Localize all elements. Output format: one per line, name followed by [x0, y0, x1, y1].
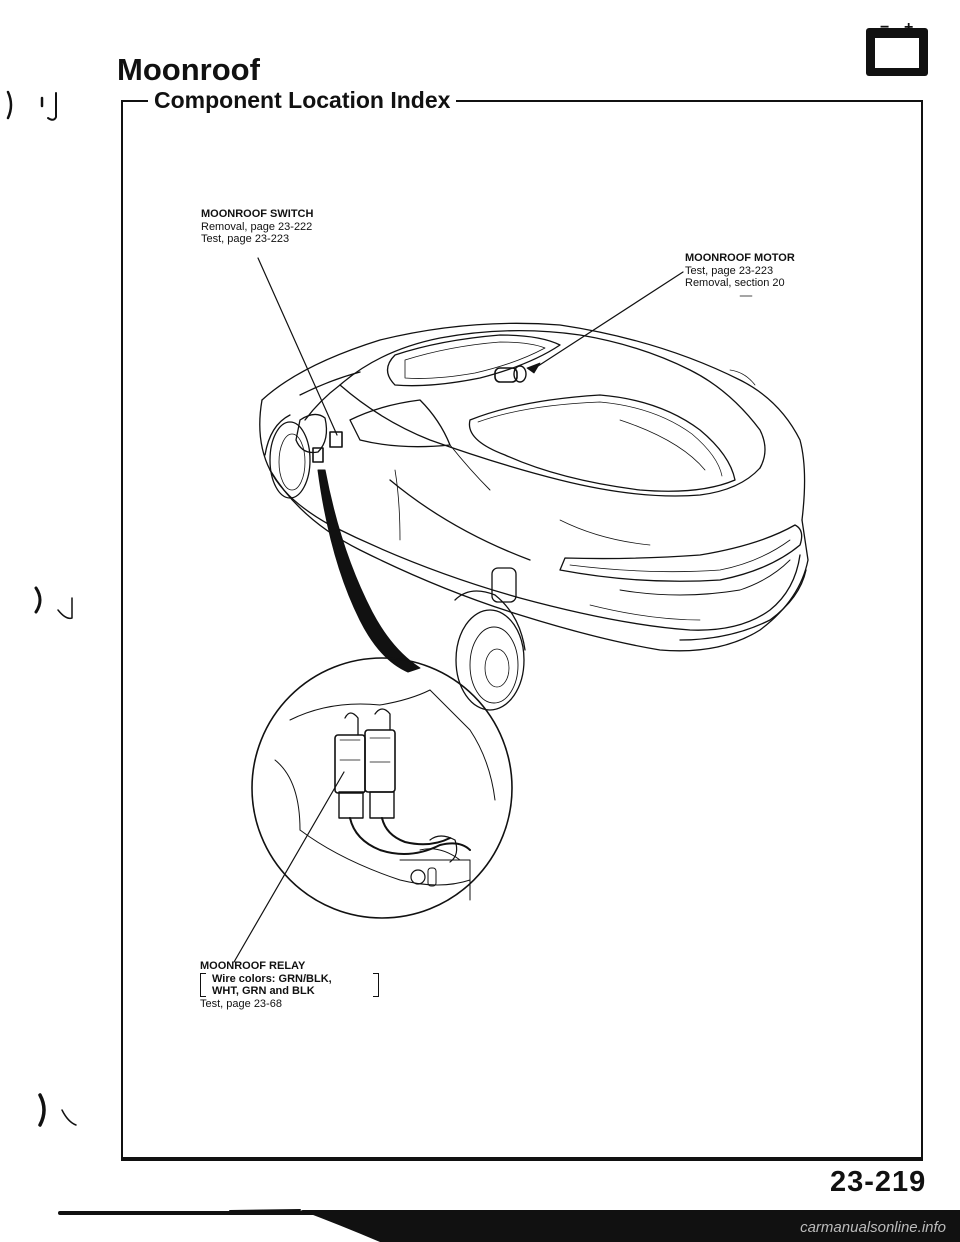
page-title: Moonroof — [117, 52, 260, 87]
moonroof-motor-heading: MOONROOF MOTOR — [685, 252, 795, 264]
moonroof-relay-label: MOONROOF RELAY Wire colors: GRN/BLK, WHT… — [200, 960, 379, 1010]
battery-minus-sign: − — [880, 19, 890, 36]
battery-icon: − + — [866, 20, 928, 76]
content-frame — [121, 100, 923, 1161]
moonroof-relay-test-ref: Test, page 23-68 — [200, 997, 282, 1010]
watermark: carmanualsonline.info — [800, 1219, 946, 1236]
page-number: 23-219 — [830, 1166, 927, 1198]
moonroof-switch-test-ref: Test, page 23-223 — [201, 233, 290, 245]
moonroof-motor-component — [494, 365, 527, 383]
relay-detail-circle — [251, 657, 513, 919]
relay-wire-colors-line-2: WHT, GRN and BLK — [212, 985, 315, 997]
car-body — [259, 295, 809, 711]
relay-wire-colors-line-1: Wire colors: GRN/BLK, — [212, 972, 332, 985]
moonroof-switch-component — [312, 431, 343, 463]
moonroof-motor-test-ref: Test, page 23-223 — [685, 264, 774, 277]
leader-lines — [233, 257, 684, 963]
moonroof-switch-label: MOONROOF SWITCH Removal, page 23-222 Tes… — [201, 208, 313, 246]
section-subtitle: Component Location Index — [148, 87, 457, 114]
moonroof-relay-heading: MOONROOF RELAY — [200, 960, 306, 972]
margin-marks — [6, 90, 77, 1127]
moonroof-switch-removal-ref: Removal, page 23-222 — [201, 220, 313, 233]
moonroof-motor-label: MOONROOF MOTOR Test, page 23-223 Removal… — [685, 252, 795, 290]
moonroof-switch-heading: MOONROOF SWITCH — [201, 208, 314, 220]
moonroof-motor-removal-ref: Removal, section 20 — [685, 277, 785, 289]
battery-plus-sign: + — [904, 19, 914, 36]
